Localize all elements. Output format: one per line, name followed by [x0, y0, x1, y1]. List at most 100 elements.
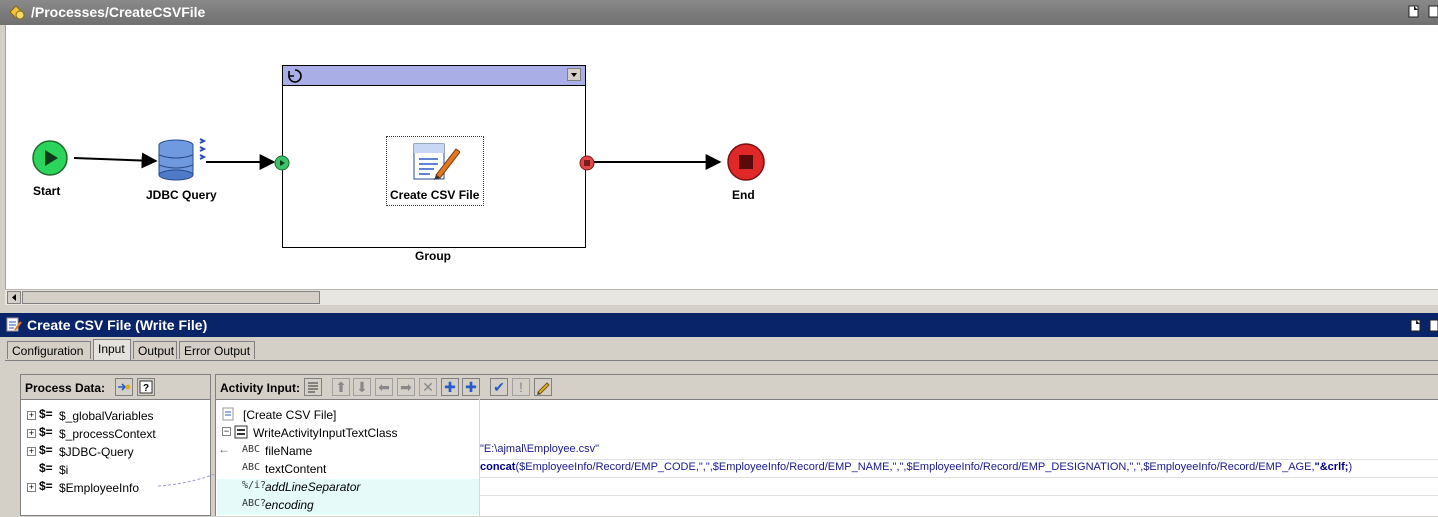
arrow-right-icon: ➡ [400, 379, 412, 395]
tab-output[interactable]: Output [133, 341, 177, 359]
expand-icon[interactable]: + [27, 482, 36, 492]
add-button[interactable]: ✚ [441, 378, 459, 396]
group-collapse-button[interactable] [567, 68, 581, 81]
database-icon[interactable] [156, 135, 212, 187]
delete-button[interactable]: ✕ [419, 378, 437, 396]
tab-input[interactable]: Input [93, 339, 131, 360]
check-icon: ✔ [493, 379, 505, 395]
variable-icon: $= [39, 479, 53, 493]
process-path: /Processes/CreateCSVFile [31, 4, 206, 20]
activity-title: Create CSV File (Write File) [27, 317, 208, 333]
variable-icon: $= [39, 425, 53, 439]
process-data-title: Process Data: [25, 381, 106, 395]
process-icon [9, 5, 25, 20]
variable-icon: $= [39, 443, 53, 457]
input-row-root[interactable]: [Create CSV File] [216, 405, 1438, 423]
mapping-connector [157, 471, 221, 487]
tab-configuration[interactable]: Configuration [7, 341, 91, 359]
variable-icon: $= [39, 407, 53, 421]
activity-header: Create CSV File (Write File) [0, 313, 1438, 337]
input-row-encoding[interactable]: ABC? encoding [242, 498, 314, 512]
arrow-down-icon: ⬇ [356, 379, 368, 395]
group-input-port[interactable] [274, 155, 290, 171]
move-down-button[interactable]: ⬇ [353, 378, 371, 396]
write-file-icon [413, 143, 460, 180]
input-row-addlineseparator[interactable]: %/i? addLineSeparator [242, 480, 361, 494]
mapped-arrow-icon: ← [218, 442, 230, 456]
activity-input-toolbar: Activity Input: ⬆ ⬇ ⬅ ➡ ✕ ✚ ✚ ✔ ! [216, 375, 1438, 400]
filename-value[interactable]: "E:\ajmal\Employee.csv" [480, 443, 600, 455]
map-data-button[interactable] [115, 378, 133, 396]
activity-input-panel: Activity Input: ⬆ ⬇ ⬅ ➡ ✕ ✚ ✚ ✔ ! [Creat… [215, 374, 1438, 517]
help-icon: ? [139, 380, 153, 394]
move-left-button[interactable]: ⬅ [375, 378, 393, 396]
transition-arrows [73, 152, 722, 171]
restore-window-icon[interactable] [1408, 5, 1419, 18]
show-edit-button[interactable] [304, 378, 322, 396]
group-header [283, 66, 585, 86]
string-optional-icon: ABC? [242, 498, 267, 509]
input-row-filename[interactable]: ← ABC fileName "E:\ajmal\Employee.csv" [218, 442, 600, 458]
maximize-panel-icon[interactable] [1429, 319, 1438, 332]
maximize-window-icon[interactable] [1428, 5, 1438, 18]
start-node-icon[interactable] [31, 139, 69, 177]
close-icon: ✕ [422, 379, 434, 395]
arrow-left-icon [12, 294, 16, 301]
create-csv-file-label: Create CSV File [390, 188, 480, 202]
column-divider [479, 399, 480, 517]
end-node-icon[interactable] [726, 142, 766, 182]
end-label: End [732, 188, 755, 202]
loop-icon [288, 69, 302, 83]
list-icon [308, 382, 318, 393]
arrow-left-icon: ⬅ [378, 379, 390, 395]
textcontent-value[interactable]: concat($EmployeeInfo/Record/EMP_CODE,","… [480, 461, 1353, 473]
expand-icon[interactable]: + [27, 410, 36, 420]
group-label: Group [415, 249, 451, 263]
arrow-start-to-jdbc [73, 152, 158, 169]
process-header: /Processes/CreateCSVFile [0, 0, 1438, 25]
variable-icon: $= [39, 461, 53, 475]
arrow-up-icon: ⬆ [335, 379, 347, 395]
concat-function: concat [480, 461, 516, 473]
add-child-button[interactable]: ✚ [462, 378, 480, 396]
mapping-icon [118, 383, 131, 391]
canvas-horizontal-scrollbar[interactable] [5, 289, 1438, 305]
expand-icon[interactable]: + [27, 446, 36, 456]
write-file-small-icon [6, 317, 22, 332]
row-divider [480, 459, 1438, 460]
process-canvas[interactable]: Start JDBC Query Group [5, 25, 1438, 289]
plus-icon: ✚ [444, 379, 456, 395]
xpath-formula-button[interactable] [534, 378, 552, 396]
exclamation-icon: ! [519, 379, 523, 395]
chevron-down-icon [571, 73, 577, 77]
activity-schema-icon [222, 407, 234, 421]
create-csv-file-node[interactable] [386, 136, 484, 206]
plus-child-icon: ✚ [465, 379, 477, 395]
jdbc-query-label: JDBC Query [146, 188, 217, 202]
boolean-optional-icon: %/i? [242, 480, 267, 491]
process-data-panel: Process Data: ? + $= $_globalVariables +… [20, 374, 211, 516]
tab-error-output[interactable]: Error Output [179, 341, 255, 359]
input-row-textcontent[interactable]: ABC textContent concat($EmployeeInfo/Rec… [242, 461, 1353, 476]
scroll-thumb[interactable] [22, 291, 320, 304]
start-label: Start [33, 184, 61, 198]
move-up-button[interactable]: ⬆ [332, 378, 350, 396]
expand-icon[interactable]: + [27, 428, 36, 438]
restore-panel-icon[interactable] [1410, 319, 1421, 332]
scroll-left-button[interactable] [7, 291, 21, 304]
optional-fields-highlight [217, 479, 479, 515]
row-divider [480, 477, 1438, 478]
svg-text:?: ? [143, 383, 149, 394]
complex-element-icon [234, 425, 248, 439]
collapse-icon[interactable]: − [222, 426, 231, 436]
error-button[interactable]: ! [512, 378, 530, 396]
move-right-button[interactable]: ➡ [397, 378, 415, 396]
activity-input-title: Activity Input: [220, 381, 300, 395]
row-divider [480, 495, 1438, 496]
help-button[interactable]: ? [137, 378, 155, 396]
group-output-port[interactable] [579, 155, 595, 171]
string-type-icon: ABC [242, 462, 261, 473]
input-row-class[interactable]: − WriteActivityInputTextClass [222, 425, 398, 440]
tabs-underline [5, 360, 1438, 361]
validate-button[interactable]: ✔ [490, 378, 508, 396]
